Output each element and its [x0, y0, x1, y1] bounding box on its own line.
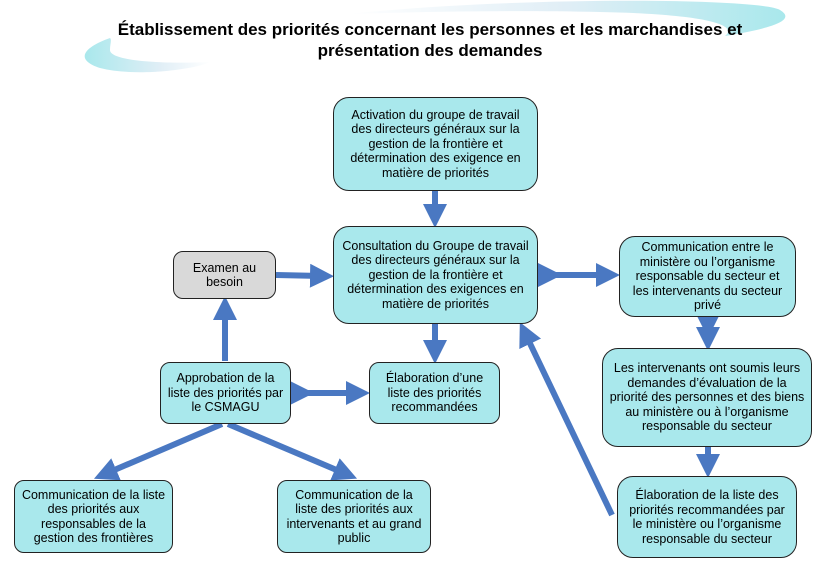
node-communication-secteur: Communication entre le ministère ou l’or… [619, 236, 796, 317]
node-elaboration-ministere: Élaboration de la liste des priorités re… [617, 476, 797, 558]
node-activation: Activation du groupe de travail des dire… [333, 97, 538, 191]
node-approbation: Approbation de la liste des priorités pa… [160, 362, 291, 424]
node-elaboration-liste: Élaboration d’une liste des priorités re… [369, 362, 500, 424]
node-communication-frontieres: Communication de la liste des priorités … [14, 480, 173, 553]
node-examen: Examen au besoin [173, 251, 276, 299]
arrow-approbation-to-public [226, 421, 358, 481]
arrow-approbation-to-frontieres [93, 421, 224, 481]
node-communication-public: Communication de la liste des priorités … [277, 480, 431, 553]
arrow-elaboration-ministere-to-consultation [519, 322, 615, 517]
node-consultation: Consultation du Groupe de travail des di… [333, 226, 538, 324]
diagram-title: Établissement des priorités concernant l… [117, 20, 743, 60]
arrow-examen-to-consultation [275, 263, 334, 288]
node-intervenants: Les intervenants ont soumis leurs demand… [602, 348, 812, 447]
